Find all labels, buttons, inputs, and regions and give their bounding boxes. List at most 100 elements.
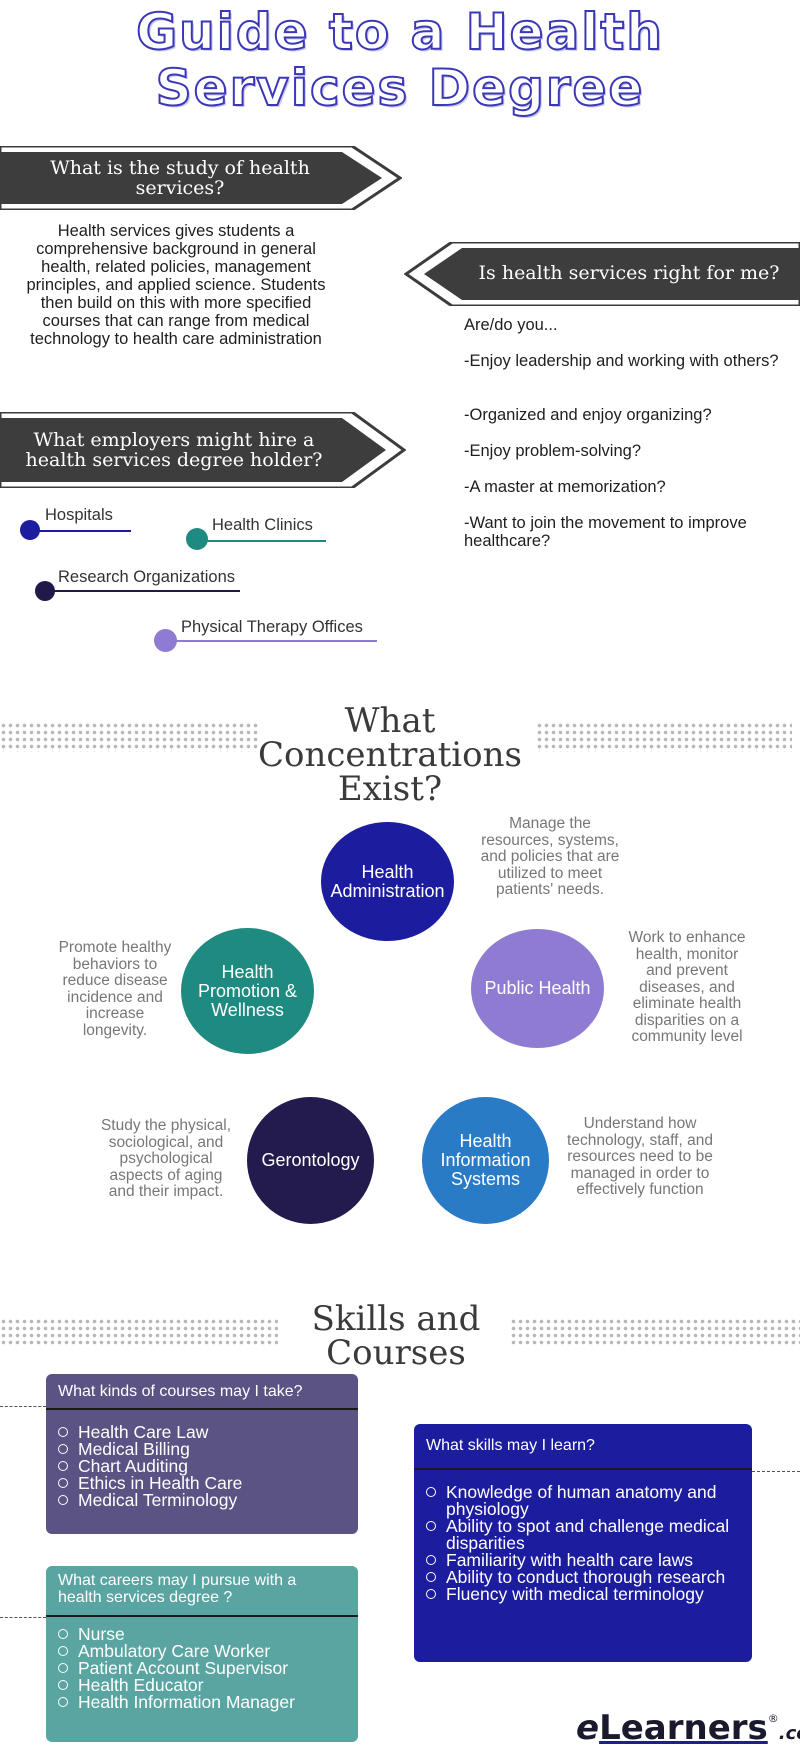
concentration-desc-health-administration: Manage the resources, systems, and polic… [462, 815, 638, 899]
bullet-circle-icon [58, 1680, 68, 1690]
concentration-desc-gerontology: Study the physical, sociological, and ps… [86, 1117, 246, 1201]
desc-line: Study the physical, [100, 1117, 232, 1134]
employers-banner-chevron [0, 412, 406, 488]
employer-label-clinics: Health Clinics [212, 516, 313, 534]
right-for-me-banner-text: Is health services right for me? [478, 262, 780, 284]
desc-line: and their impact. [108, 1183, 224, 1200]
career-item: Health Information Manager [52, 1692, 295, 1712]
course-item: Medical Billing [52, 1440, 242, 1458]
logo-name: Learners [599, 1708, 768, 1748]
skills-heading: Skills and Courses [280, 1302, 512, 1370]
desc-line: increase [85, 1005, 145, 1022]
dashed-connector [752, 1471, 800, 1472]
dashed-connector [0, 1406, 46, 1407]
study-banner-line-2: services? [135, 177, 225, 199]
elearners-logo: eLearners®.com [576, 1708, 800, 1754]
skill-item-line: physiology [446, 1499, 529, 1519]
logo-prefix: e [576, 1708, 600, 1748]
career-item: Nurse [52, 1624, 295, 1644]
employer-dot [186, 528, 208, 550]
bullet-circle-icon [58, 1461, 68, 1471]
dotted-band-left [0, 1318, 278, 1346]
right-item: -Organized and enjoy organizing? [464, 406, 712, 424]
concentration-desc-health-information-systems: Understand how technology, staff, and re… [554, 1115, 726, 1199]
course-item-label: Medical Terminology [78, 1490, 238, 1510]
career-item-label: Health Information Manager [78, 1692, 295, 1712]
bullet-circle-icon [426, 1487, 436, 1497]
bullet-circle-icon [58, 1427, 68, 1437]
career-item: Patient Account Supervisor [52, 1659, 295, 1677]
bullet-circle-icon [58, 1663, 68, 1673]
concentration-name-line: Promotion & [197, 980, 298, 1001]
career-item-label: Nurse [78, 1624, 125, 1644]
career-item: Health Educator [52, 1675, 295, 1695]
desc-line: utilized to meet [497, 864, 603, 882]
desc-line: sociological, and [108, 1133, 224, 1151]
concentration-health-promotion-wellness: Health Promotion & Wellness [181, 928, 314, 1054]
desc-line: effectively function [576, 1181, 704, 1198]
course-item: Medical Terminology [52, 1490, 242, 1510]
course-item: Chart Auditing [52, 1457, 242, 1475]
right-for-me-banner: Is health services right for me? [404, 242, 800, 306]
skill-item: Familiarity with health care laws [420, 1551, 729, 1569]
concentration-name-line: Public Health [484, 978, 591, 998]
dotted-band-left [0, 722, 258, 752]
concentration-name-line: Systems [450, 1169, 520, 1189]
careers-title-line: What careers may I pursue with a [58, 1572, 297, 1589]
concentration-name-line: Gerontology [261, 1150, 360, 1170]
bullet-circle-icon [58, 1629, 68, 1639]
course-item: Ethics in Health Care [52, 1474, 242, 1492]
study-line: principles, and applied science. Student… [26, 276, 326, 294]
right-for-me-list: Are/do you... -Enjoy leadership and work… [464, 316, 784, 556]
desc-line: resources, systems, [481, 831, 619, 849]
employer-label-hospitals: Hospitals [45, 506, 113, 524]
dotted-band-right [510, 1318, 800, 1346]
bullet-circle-icon [426, 1572, 436, 1582]
employer-dot [35, 581, 55, 601]
desc-line: behaviors to [72, 955, 158, 973]
concentration-name-line: Health [221, 961, 274, 982]
right-item: -Enjoy problem-solving? [464, 442, 641, 460]
title-line-2: Services Degree [155, 59, 645, 117]
employer-dot [154, 629, 177, 652]
desc-line: psychological [119, 1150, 213, 1167]
course-item: Health Care Law [52, 1422, 242, 1442]
concentrations-heading-line: Concentrations [258, 735, 522, 775]
desc-line: eliminate health [632, 995, 742, 1012]
desc-line: patients' needs. [495, 881, 605, 898]
skills-heading-line: Courses [326, 1333, 466, 1373]
desc-line: aspects of aging [109, 1166, 223, 1184]
skill-item-line: Ability to conduct thorough research [446, 1567, 726, 1587]
concentration-name-line: Health [459, 1131, 512, 1151]
courses-box: What kinds of courses may I take? Health… [46, 1374, 358, 1534]
employer-label-physical-therapy: Physical Therapy Offices [181, 618, 363, 636]
skill-item: Fluency with medical terminology [420, 1585, 729, 1603]
employer-label-research: Research Organizations [58, 568, 236, 586]
concentration-desc-public-health: Work to enhance health, monitor and prev… [612, 929, 762, 1046]
employer-underline [196, 540, 326, 542]
employers-banner-line-1: What employers might hire a [33, 429, 315, 451]
concentration-health-administration: Health Administration [321, 822, 454, 941]
concentrations-heading-line: What [344, 701, 436, 741]
study-line: then build on this with more specified [40, 294, 312, 312]
courses-list: Health Care Law Medical Billing Chart Au… [52, 1422, 242, 1510]
right-item: -Want to join the movement to improve he… [464, 514, 747, 550]
employer-underline [28, 530, 131, 532]
study-banner: What is the study of health services? [0, 146, 402, 210]
career-item-label: Health Educator [78, 1675, 204, 1695]
concentration-health-information-systems: Health Information Systems [422, 1097, 549, 1224]
right-item: -Enjoy leadership and working with other… [464, 352, 779, 370]
skills-box-title: What skills may I learn? [426, 1437, 595, 1454]
dotted-band-right [536, 722, 792, 752]
course-item-label: Health Care Law [78, 1422, 209, 1442]
study-banner-line-1: What is the study of health [50, 157, 310, 179]
desc-line: reduce disease [62, 972, 168, 989]
skill-item-line: Ability to spot and challenge medical [446, 1516, 730, 1536]
concentration-name-line: Administration [330, 880, 445, 901]
logo-registered: ® [767, 1712, 779, 1725]
bullet-circle-icon [426, 1589, 436, 1599]
study-description: Health services gives students a compreh… [8, 222, 344, 348]
concentration-desc-health-promotion: Promote healthy behaviors to reduce dise… [44, 939, 186, 1039]
